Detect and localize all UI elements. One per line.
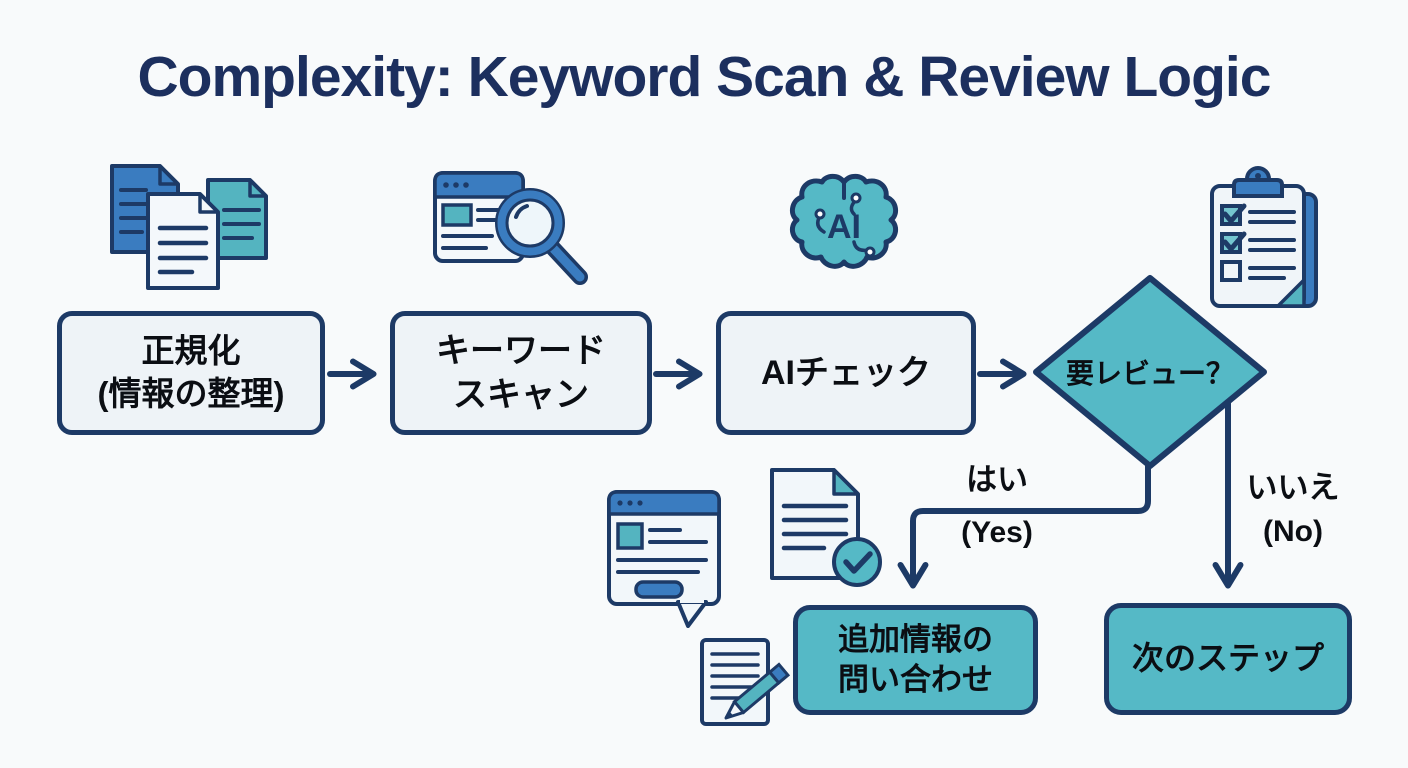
pencil [724, 662, 791, 720]
browser-window [433, 171, 525, 263]
checklist-rows [1220, 203, 1296, 282]
documents-white-page [146, 192, 220, 290]
node-inquiry: 追加情報の 問い合わせ [793, 605, 1038, 715]
arrow-review-yes-to-inquiry [897, 447, 1151, 589]
node-review-decision-label: 要レビュー？ [1065, 358, 1234, 389]
ai-brain-label: AI [827, 208, 861, 246]
form-button [634, 580, 684, 599]
form-chat-icon [607, 490, 721, 628]
yes-branch-label-jp: はい [966, 462, 1028, 497]
node-normalize: 正規化 (情報の整理) [57, 311, 325, 435]
documents-icon [110, 164, 268, 290]
approved-check-badge [832, 537, 882, 587]
brain-shape [789, 173, 899, 269]
node-inquiry-label: 追加情報の 問い合わせ [838, 621, 993, 697]
node-keyword-scan: キーワード スキャン [390, 311, 652, 435]
ai-brain-icon: AI [789, 173, 899, 269]
node-normalize-label: 正規化 (情報の整理) [97, 332, 285, 412]
no-branch-label-jp: いいえ [1246, 470, 1340, 505]
node-review-decision: 要レビュー？ [1028, 270, 1272, 474]
node-next-step: 次のステップ [1104, 603, 1352, 715]
magnifier [495, 188, 588, 285]
chat-tail [676, 600, 708, 628]
no-branch-label-en: (No) [1263, 515, 1323, 548]
approved-fold [832, 468, 860, 496]
check-mark [843, 551, 873, 574]
node-ai-check: AIチェック [716, 311, 976, 435]
decision-diamond-shape [1033, 275, 1267, 469]
yes-branch-label-en: (Yes) [961, 516, 1033, 549]
document-approved-icon [770, 468, 882, 587]
node-keyword-scan-label: キーワード スキャン [436, 331, 606, 414]
note-pencil-icon [700, 638, 791, 726]
page-title: Complexity: Keyword Scan & Review Logic [137, 45, 1272, 109]
clipboard-folded-corner [1276, 278, 1306, 308]
checklist-icon [1210, 166, 1318, 308]
node-ai-check-label: AIチェック [761, 353, 931, 392]
browser-search-icon [433, 171, 588, 285]
clipboard-clip [1232, 166, 1284, 198]
node-next-step-label: 次のステップ [1131, 640, 1324, 677]
brain-circuit-nodes [814, 192, 876, 258]
